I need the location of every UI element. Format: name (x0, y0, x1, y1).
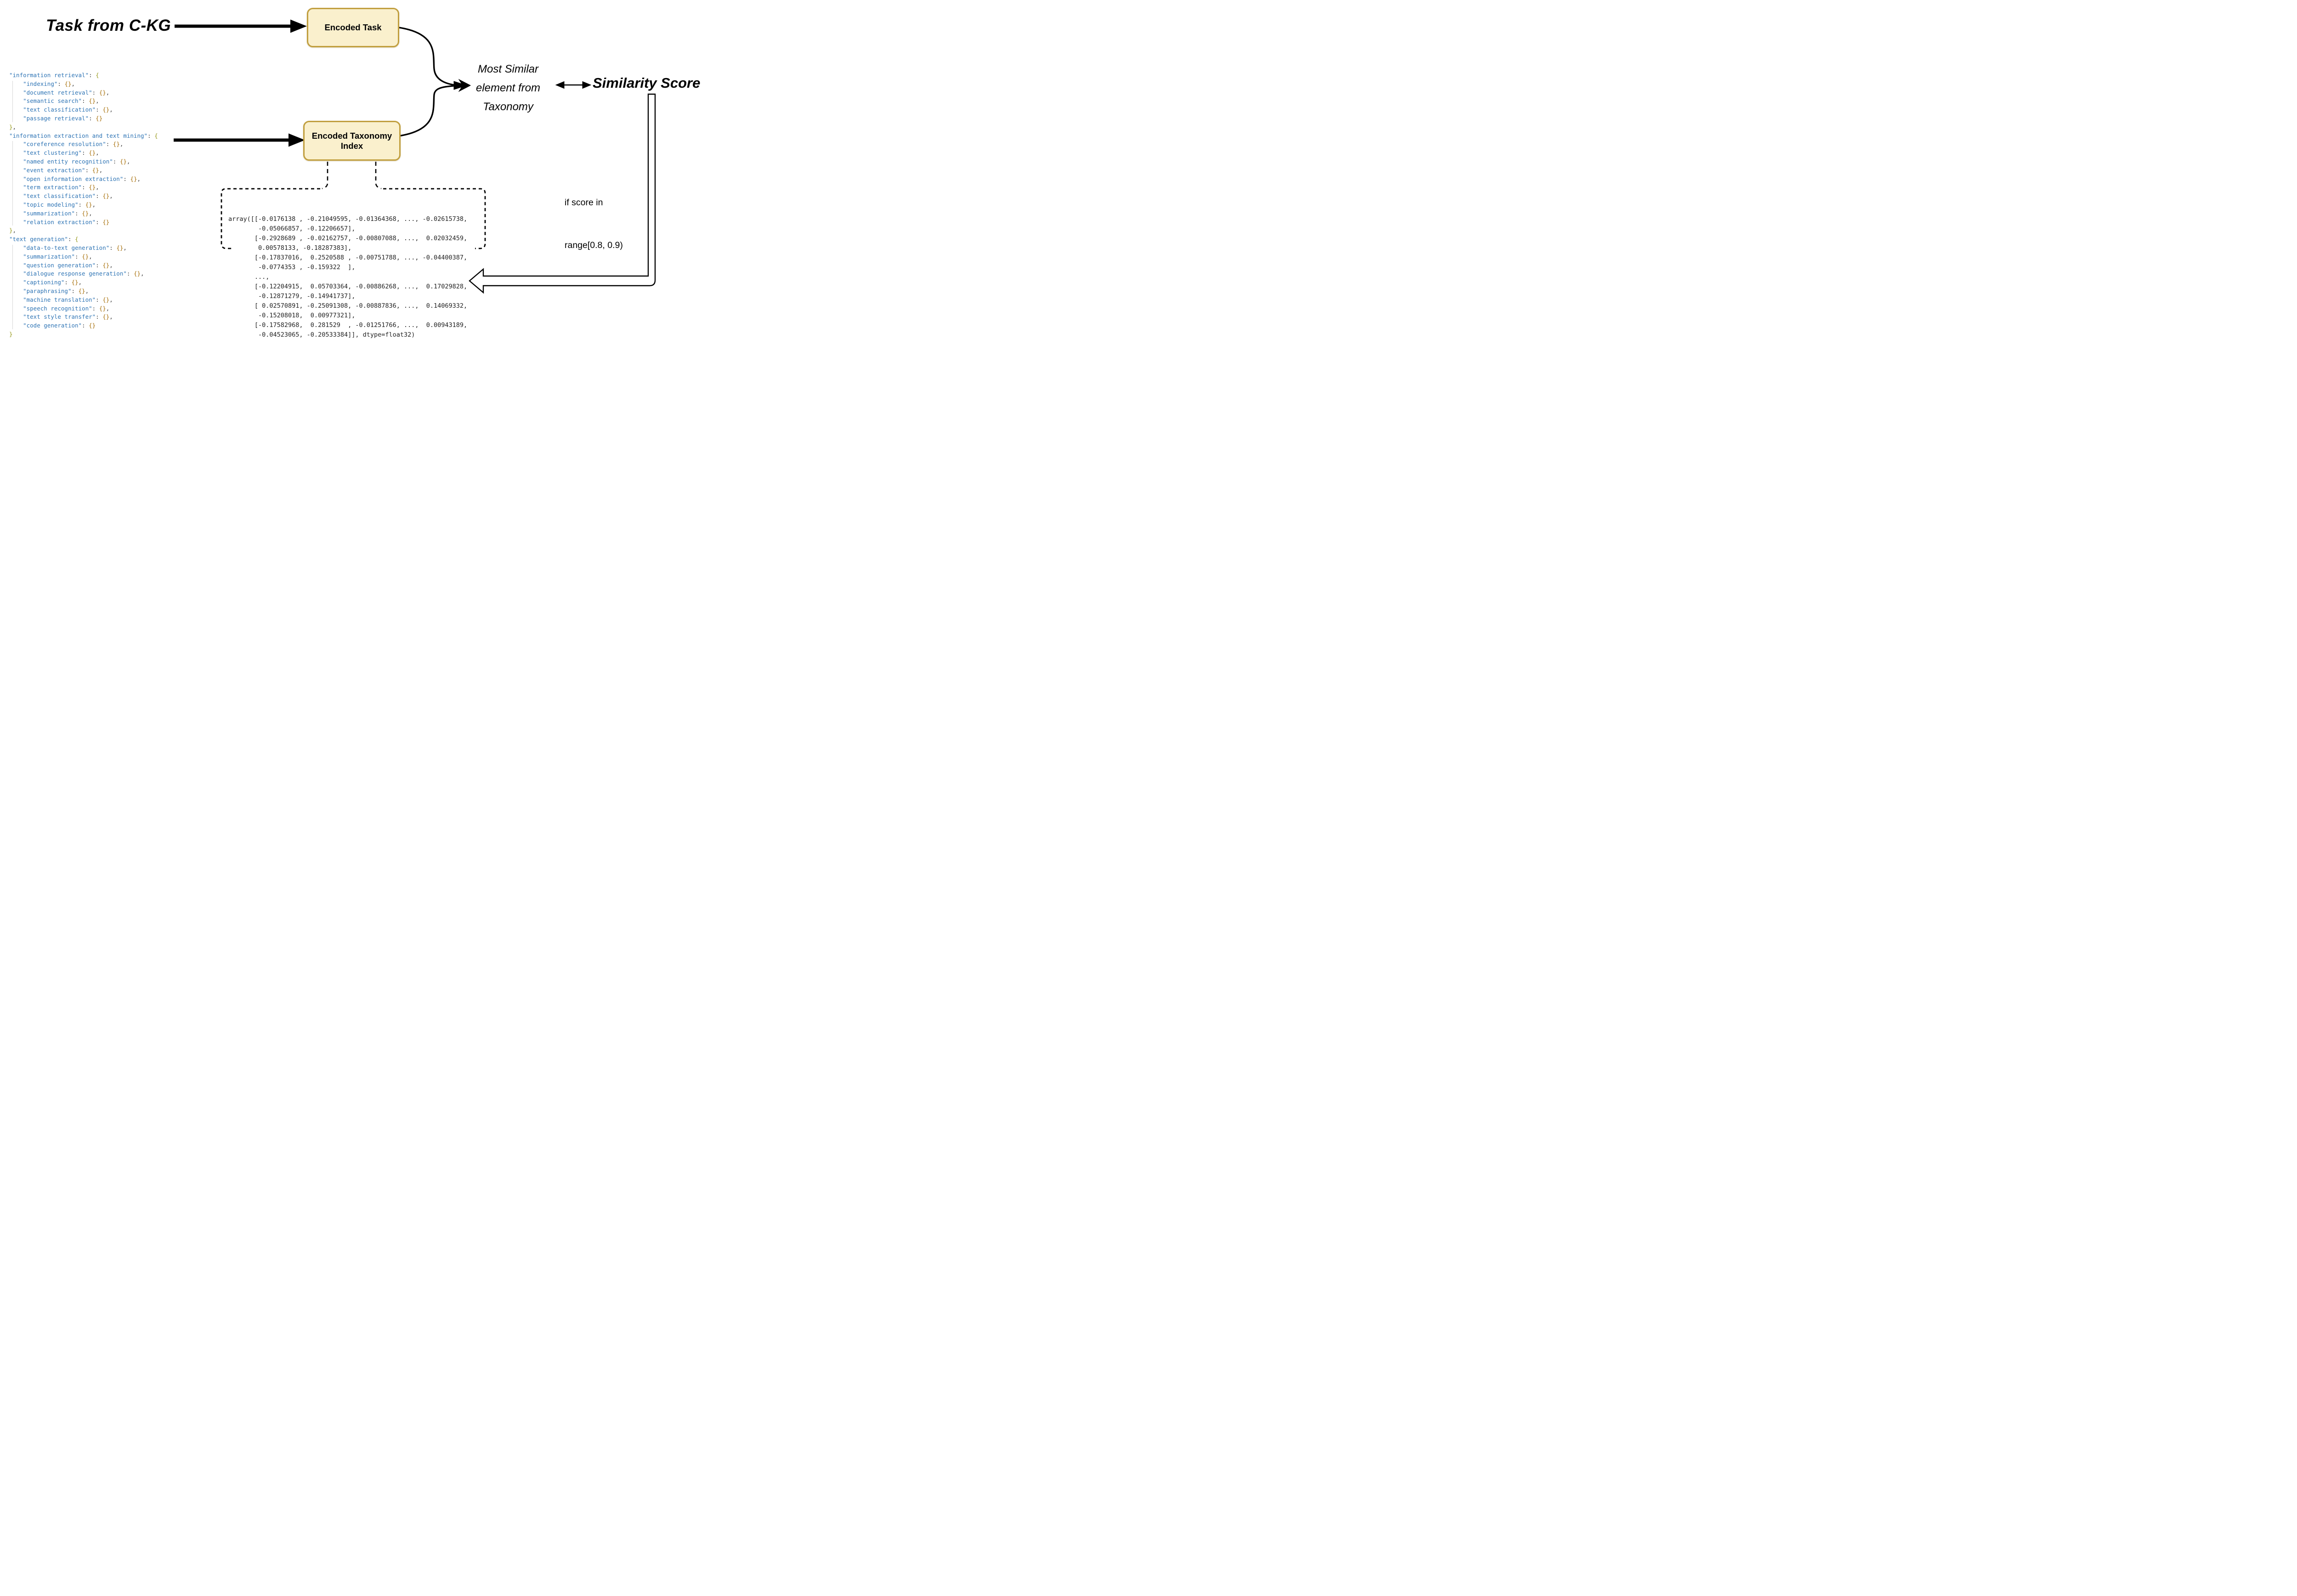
indent-guide (12, 245, 13, 329)
code-line: "code generation": {} (23, 322, 96, 329)
code-line: "text classification": {}, (23, 106, 113, 113)
code-line: "text generation": { (9, 236, 79, 243)
code-line: "coreference resolution": {}, (23, 141, 124, 148)
code-line: "information retrieval": { (9, 72, 99, 79)
code-line: "text style transfer": {}, (23, 313, 113, 321)
code-line: "text classification": {}, (23, 192, 113, 200)
code-line: "open information extraction": {}, (23, 175, 141, 182)
code-line: "event extraction": {}, (23, 166, 103, 174)
code-line: "topic modeling": {}, (23, 201, 96, 208)
code-line: "speech recognition": {}, (23, 305, 110, 312)
encoded-task-box: Encoded Task (307, 8, 399, 47)
encoded-task-label: Encoded Task (324, 23, 382, 32)
taxonomy-code: "information retrieval": { "indexing": {… (9, 71, 158, 339)
code-line: }, (9, 227, 17, 234)
diagram-canvas: Task from C-KG "information retrieval": … (0, 0, 720, 354)
code-line: } (9, 330, 13, 338)
code-line: "semantic search": {}, (23, 97, 99, 105)
code-line: "information extraction and text mining"… (9, 132, 158, 139)
code-line: "dialogue response generation": {}, (23, 270, 144, 277)
encoded-taxonomy-label-line2: Index (340, 141, 363, 151)
code-line: "question generation": {}, (23, 261, 113, 269)
task-source-label: Task from C-KG (46, 17, 171, 34)
encoded-taxonomy-index-box: Encoded Taxonomy Index (303, 121, 401, 161)
dashed-drop-left (322, 162, 328, 189)
most-similar-line3: Taxonomy (483, 101, 533, 113)
score-condition-label: if score in range[0.8, 0.9) (565, 167, 623, 281)
indent-guide (12, 141, 13, 226)
score-condition-line2: range[0.8, 0.9) (565, 240, 623, 250)
most-similar-label: Most Similar element from Taxonomy (458, 60, 559, 116)
most-similar-line2: element from (475, 82, 541, 94)
taxonomy-arrow-icon (174, 133, 305, 147)
code-line: "relation extraction": {} (23, 218, 110, 226)
indent-guide (12, 80, 13, 122)
code-line: "text clustering": {}, (23, 149, 99, 157)
code-line: }, (9, 123, 17, 130)
code-line: "summarization": {}, (23, 209, 92, 217)
code-line: "indexing": {}, (23, 80, 75, 87)
embedding-array-text: array([[-0.0176138 , -0.21049595, -0.013… (228, 215, 468, 338)
code-line: "summarization": {}, (23, 253, 92, 260)
task-arrow-icon (175, 19, 307, 33)
code-line: "document retrieval": {}, (23, 89, 110, 96)
code-line: "passage retrieval": {} (23, 114, 103, 122)
code-line: "paraphrasing": {}, (23, 287, 89, 294)
double-arrow-icon (555, 81, 592, 89)
dashed-drop-right (375, 162, 382, 189)
encoded-taxonomy-label: Encoded Taxonomy Index (312, 131, 392, 151)
encoded-taxonomy-label-line1: Encoded Taxonomy (311, 130, 392, 141)
feedback-arrow-icon (469, 93, 656, 294)
score-condition-line1: if score in (565, 197, 603, 208)
encoded-task-curve (399, 27, 458, 86)
code-line: "named entity recognition": {}, (23, 158, 130, 165)
similarity-score-label: Similarity Score (593, 75, 701, 91)
code-line: "term extraction": {}, (23, 184, 99, 191)
most-similar-line1: Most Similar (477, 63, 538, 75)
code-line: "machine translation": {}, (23, 296, 113, 303)
code-line: "captioning": {}, (23, 279, 82, 286)
encoded-taxonomy-curve (399, 85, 458, 137)
code-line: "data-to-text generation": {}, (23, 244, 127, 251)
